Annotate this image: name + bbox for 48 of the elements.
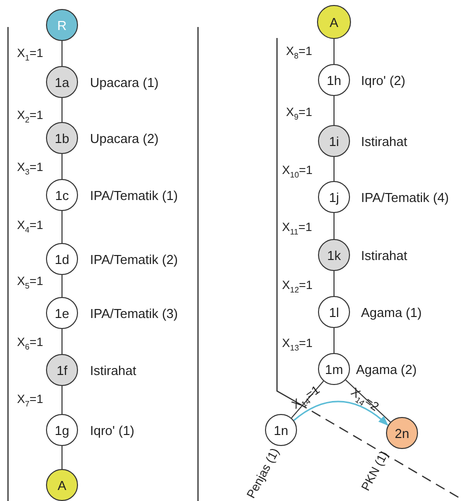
activity-label: IPA/Tematik (4) bbox=[361, 190, 449, 205]
node-circle: 1n bbox=[265, 414, 297, 446]
node-circle: 1m bbox=[318, 353, 350, 385]
activity-label: Istirahat bbox=[90, 363, 136, 378]
edge-label: X$_{11}$=1 bbox=[282, 220, 312, 236]
edge-label: X$_{1}$=1 bbox=[17, 46, 44, 62]
edge-label: X$_{13}$=1 bbox=[282, 336, 313, 352]
activity-label: IPA/Tematik (3) bbox=[90, 306, 178, 321]
node-circle: 1h bbox=[318, 64, 350, 96]
node-circle: A bbox=[317, 5, 351, 39]
edge-label: X$_{2}$=1 bbox=[17, 108, 44, 124]
activity-label: IPA/Tematik (2) bbox=[90, 252, 178, 267]
connector-line bbox=[345, 379, 391, 423]
activity-label: Istirahat bbox=[361, 248, 408, 263]
edge-label: X$_{7}$=1 bbox=[17, 392, 44, 408]
node-circle: 1d bbox=[46, 243, 78, 275]
activity-label: Agama (2) bbox=[356, 362, 417, 377]
node-circle: 1g bbox=[46, 414, 78, 446]
node-circle: 1f bbox=[46, 354, 78, 386]
edge-label: X$_{10}$=1 bbox=[282, 163, 313, 180]
node-circle: 1b bbox=[46, 122, 78, 154]
curved-arrow bbox=[293, 400, 388, 426]
edge-label: X$_{4}$=1 bbox=[17, 218, 44, 234]
edge-label: X$_{12}$=1 bbox=[282, 278, 313, 294]
node-circle: R bbox=[46, 9, 78, 41]
activity-label: Upacara (1) bbox=[90, 75, 159, 90]
node-circle: 1e bbox=[46, 297, 78, 329]
edge-label: X$_{6}$=1 bbox=[17, 335, 44, 352]
activity-label: Iqro' (1) bbox=[90, 423, 134, 438]
node-circle: 1i bbox=[318, 125, 350, 157]
activity-label: Istirahat bbox=[361, 134, 408, 149]
node-circle: A bbox=[46, 469, 78, 501]
edge-label: X$_{3}$=1 bbox=[17, 160, 44, 176]
node-circle: 1k bbox=[318, 239, 350, 271]
node-circle: 1l bbox=[318, 296, 350, 328]
activity-label: IPA/Tematik (1) bbox=[90, 188, 178, 203]
edge-label: X$_{8}$=1 bbox=[286, 44, 312, 60]
activity-label: PKN (1) bbox=[358, 448, 392, 493]
activity-label: Upacara (2) bbox=[90, 131, 159, 146]
activity-label: Iqro' (2) bbox=[361, 73, 406, 88]
node-circle: 1j bbox=[318, 181, 350, 213]
node-circle: 1a bbox=[46, 66, 78, 98]
edge-label: X$_{5}$=1 bbox=[17, 274, 44, 290]
node-circle: 2n bbox=[386, 417, 418, 449]
activity-label: Agama (1) bbox=[361, 305, 422, 320]
connector-line bbox=[291, 380, 324, 418]
node-circle: 1c bbox=[46, 179, 78, 211]
edge-label: X$_{9}$=1 bbox=[286, 105, 312, 122]
